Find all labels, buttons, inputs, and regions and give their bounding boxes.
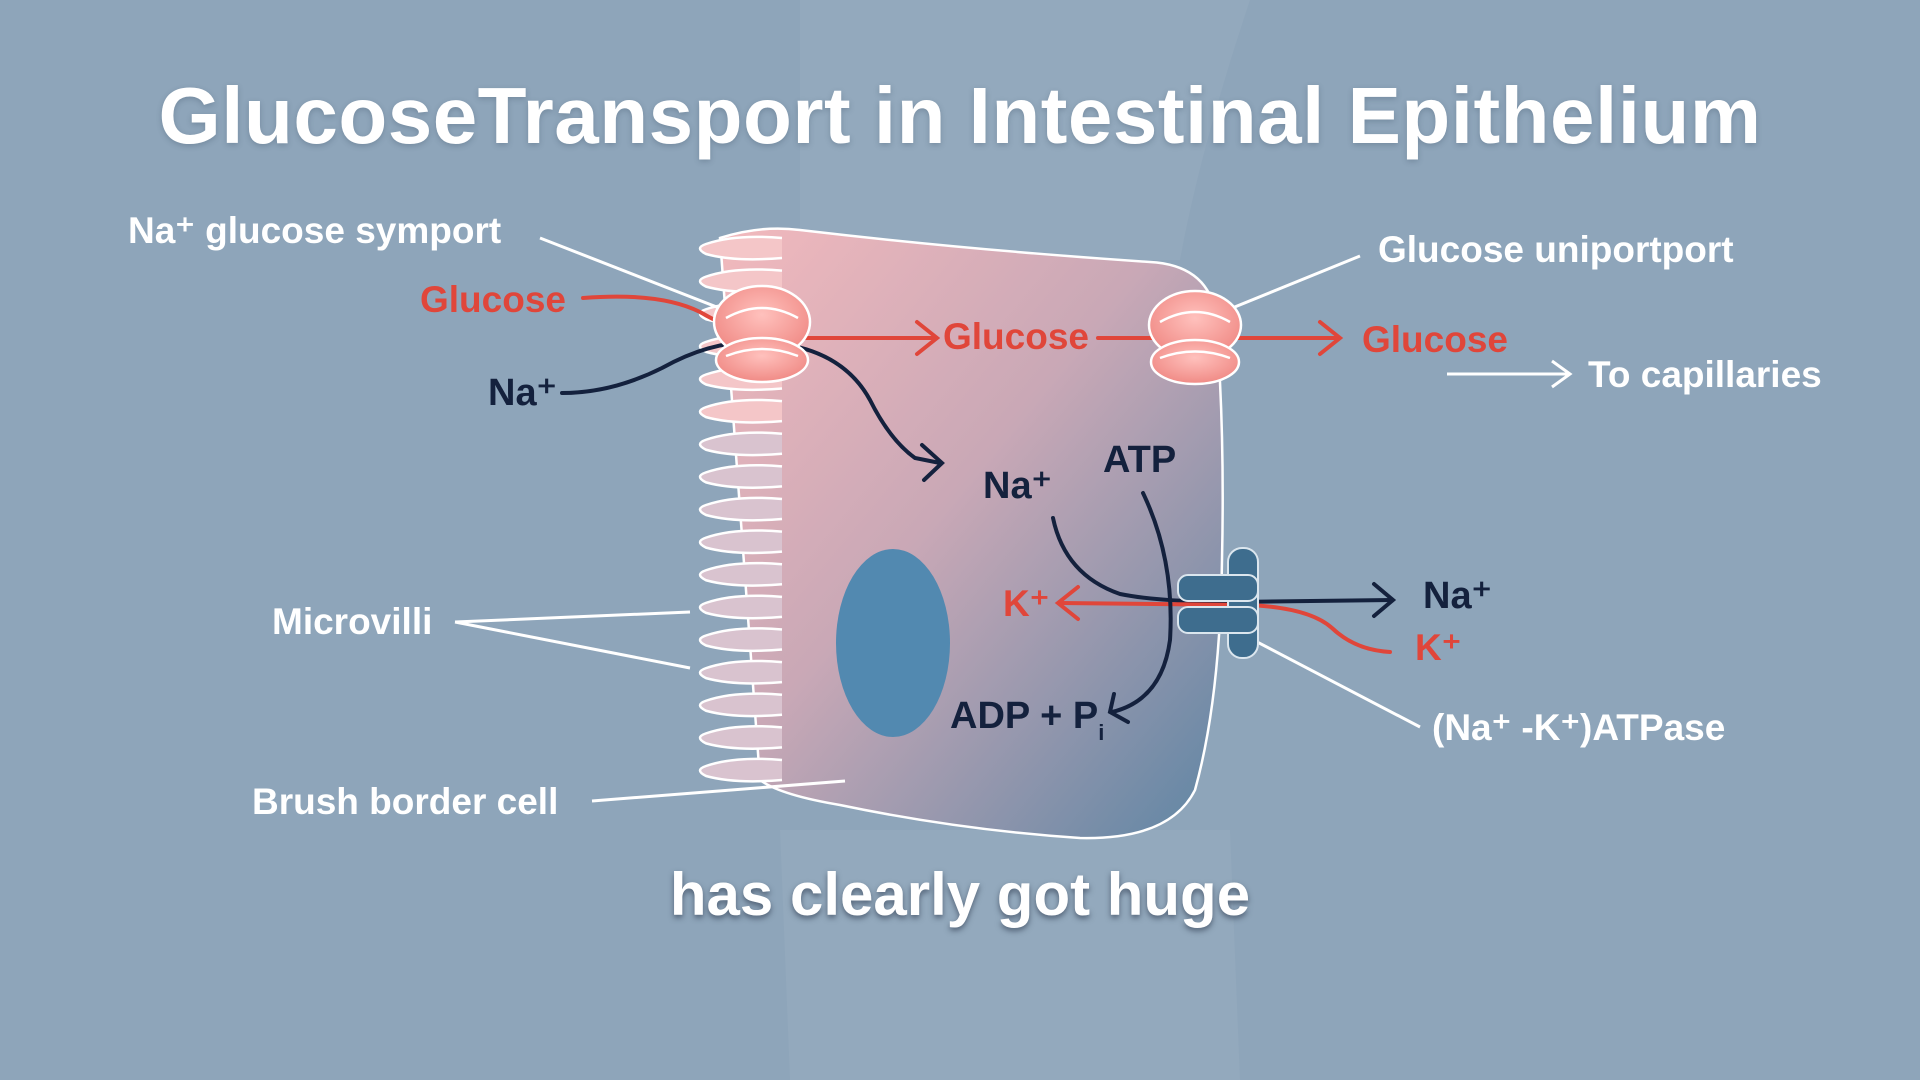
glucose-out-label: Glucose bbox=[1362, 319, 1508, 360]
diagram-labels: Na⁺ glucose symport Glucose Na⁺ Glucose … bbox=[128, 210, 1822, 822]
atpase-label: (Na⁺ -K⁺)ATPase bbox=[1432, 707, 1725, 748]
glucose-mid-label: Glucose bbox=[943, 316, 1089, 357]
caption-subtitle: has clearly got huge bbox=[669, 861, 1251, 928]
potassium-out-label: K⁺ bbox=[1415, 627, 1461, 668]
microvillus bbox=[698, 692, 783, 718]
microvillus bbox=[698, 561, 783, 587]
adp-text: ADP + P bbox=[950, 695, 1098, 737]
nucleus bbox=[836, 549, 950, 737]
glucose-in-label: Glucose bbox=[420, 279, 566, 320]
microvilli-label: Microvilli bbox=[272, 601, 432, 642]
adp-subscript: i bbox=[1098, 720, 1104, 745]
sodium-in-label: Na⁺ bbox=[488, 372, 557, 414]
atp-label: ATP bbox=[1103, 439, 1176, 481]
microvillus bbox=[698, 464, 783, 489]
microvillus bbox=[698, 659, 783, 685]
uniport-transporter bbox=[1147, 289, 1243, 386]
microvillus bbox=[698, 235, 783, 261]
brush-border-label: Brush border cell bbox=[252, 781, 558, 822]
to-capillaries-label: To capillaries bbox=[1588, 354, 1822, 395]
potassium-cyto-label: K⁺ bbox=[1003, 583, 1049, 624]
background-ghost-cells bbox=[780, 0, 1250, 1080]
adp-label: ADP + Pi bbox=[950, 695, 1104, 745]
uniport-label: Glucose uniportport bbox=[1378, 229, 1734, 270]
microvillus bbox=[698, 496, 783, 522]
symport-label: Na⁺ glucose symport bbox=[128, 210, 501, 251]
sodium-cyto-label: Na⁺ bbox=[983, 465, 1052, 507]
sodium-out-label: Na⁺ bbox=[1423, 575, 1492, 617]
microvillus bbox=[698, 725, 783, 750]
na-k-atpase-pump bbox=[1177, 547, 1259, 659]
microvillus bbox=[698, 627, 783, 653]
microvillus bbox=[698, 594, 783, 620]
microvillus bbox=[698, 529, 783, 555]
microvillus bbox=[698, 431, 783, 457]
microvillus bbox=[698, 757, 783, 783]
to-capillaries-arrow bbox=[1447, 359, 1573, 389]
microvillus bbox=[698, 398, 783, 424]
page-title: GlucoseTransport in Intestinal Epitheliu… bbox=[158, 71, 1762, 160]
symport-transporter bbox=[712, 284, 812, 384]
